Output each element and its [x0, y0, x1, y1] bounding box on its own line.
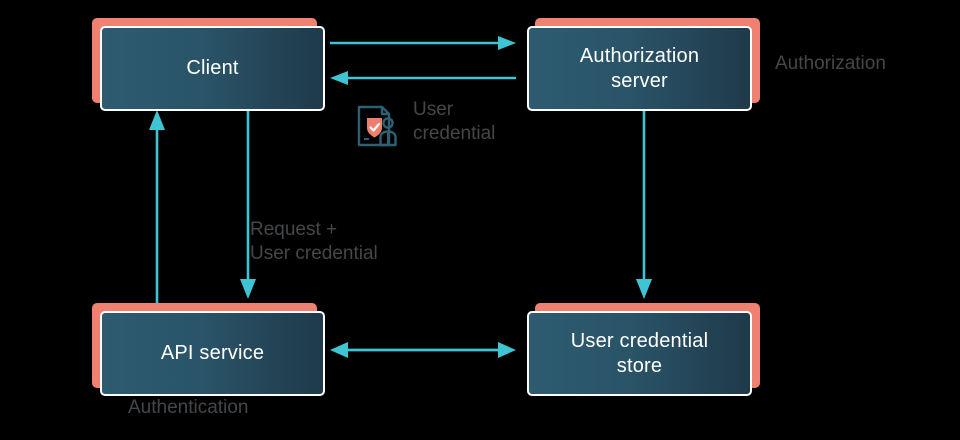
node-label-api-service: API service	[160, 342, 265, 364]
arrow-authorization-server-to-client	[330, 71, 516, 85]
arrow-authorization-server-to-user-credential-store	[636, 103, 652, 299]
arrow-client-to-api-service	[240, 103, 256, 299]
node-label-client: Client	[186, 57, 239, 79]
arrow-api-service-to-client	[149, 110, 165, 310]
node-label-authorization-server: Authorization server	[579, 44, 700, 92]
caption-request-user-credential: Request + User credential	[250, 219, 378, 265]
caption-user-credential: User credential	[413, 99, 496, 145]
document-shield-person-icon	[356, 104, 398, 148]
node-user-credential-store[interactable]: User credential store	[527, 303, 760, 396]
caption-authentication: Authentication	[128, 397, 249, 418]
node-face: User credential store	[527, 311, 752, 396]
node-client[interactable]: Client	[92, 18, 325, 111]
arrow-api-service-to-user-credential-store	[330, 342, 516, 358]
arrow-client-to-authorization-server	[330, 36, 516, 50]
caption-authorization: Authorization	[775, 53, 886, 74]
node-face: Authorization server	[527, 26, 752, 111]
node-face: API service	[100, 311, 325, 396]
node-label-user-credential-store: User credential store	[570, 329, 709, 377]
node-authorization-server[interactable]: Authorization server	[527, 18, 760, 111]
node-face: Client	[100, 26, 325, 111]
node-api-service[interactable]: API service	[92, 303, 325, 396]
